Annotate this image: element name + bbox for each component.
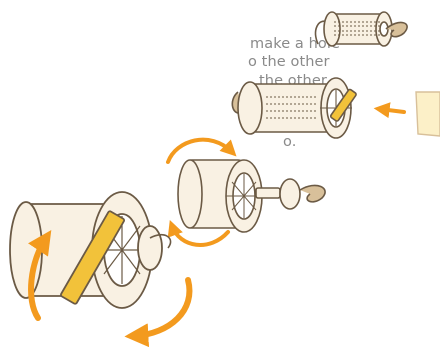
rubber-band-piece-icon [415, 91, 440, 137]
orange-arrow-icon [28, 230, 52, 321]
orange-arrow-icon [167, 219, 230, 247]
orange-arrow-icon [166, 137, 237, 164]
spool-with-band-icon [314, 11, 408, 47]
spool-with-stick-icon [231, 77, 357, 139]
spool-winding-icon [9, 191, 172, 309]
orange-arrow-icon [373, 102, 406, 119]
spool-washer-icon [177, 159, 326, 233]
orange-arrow-icon [124, 277, 193, 348]
